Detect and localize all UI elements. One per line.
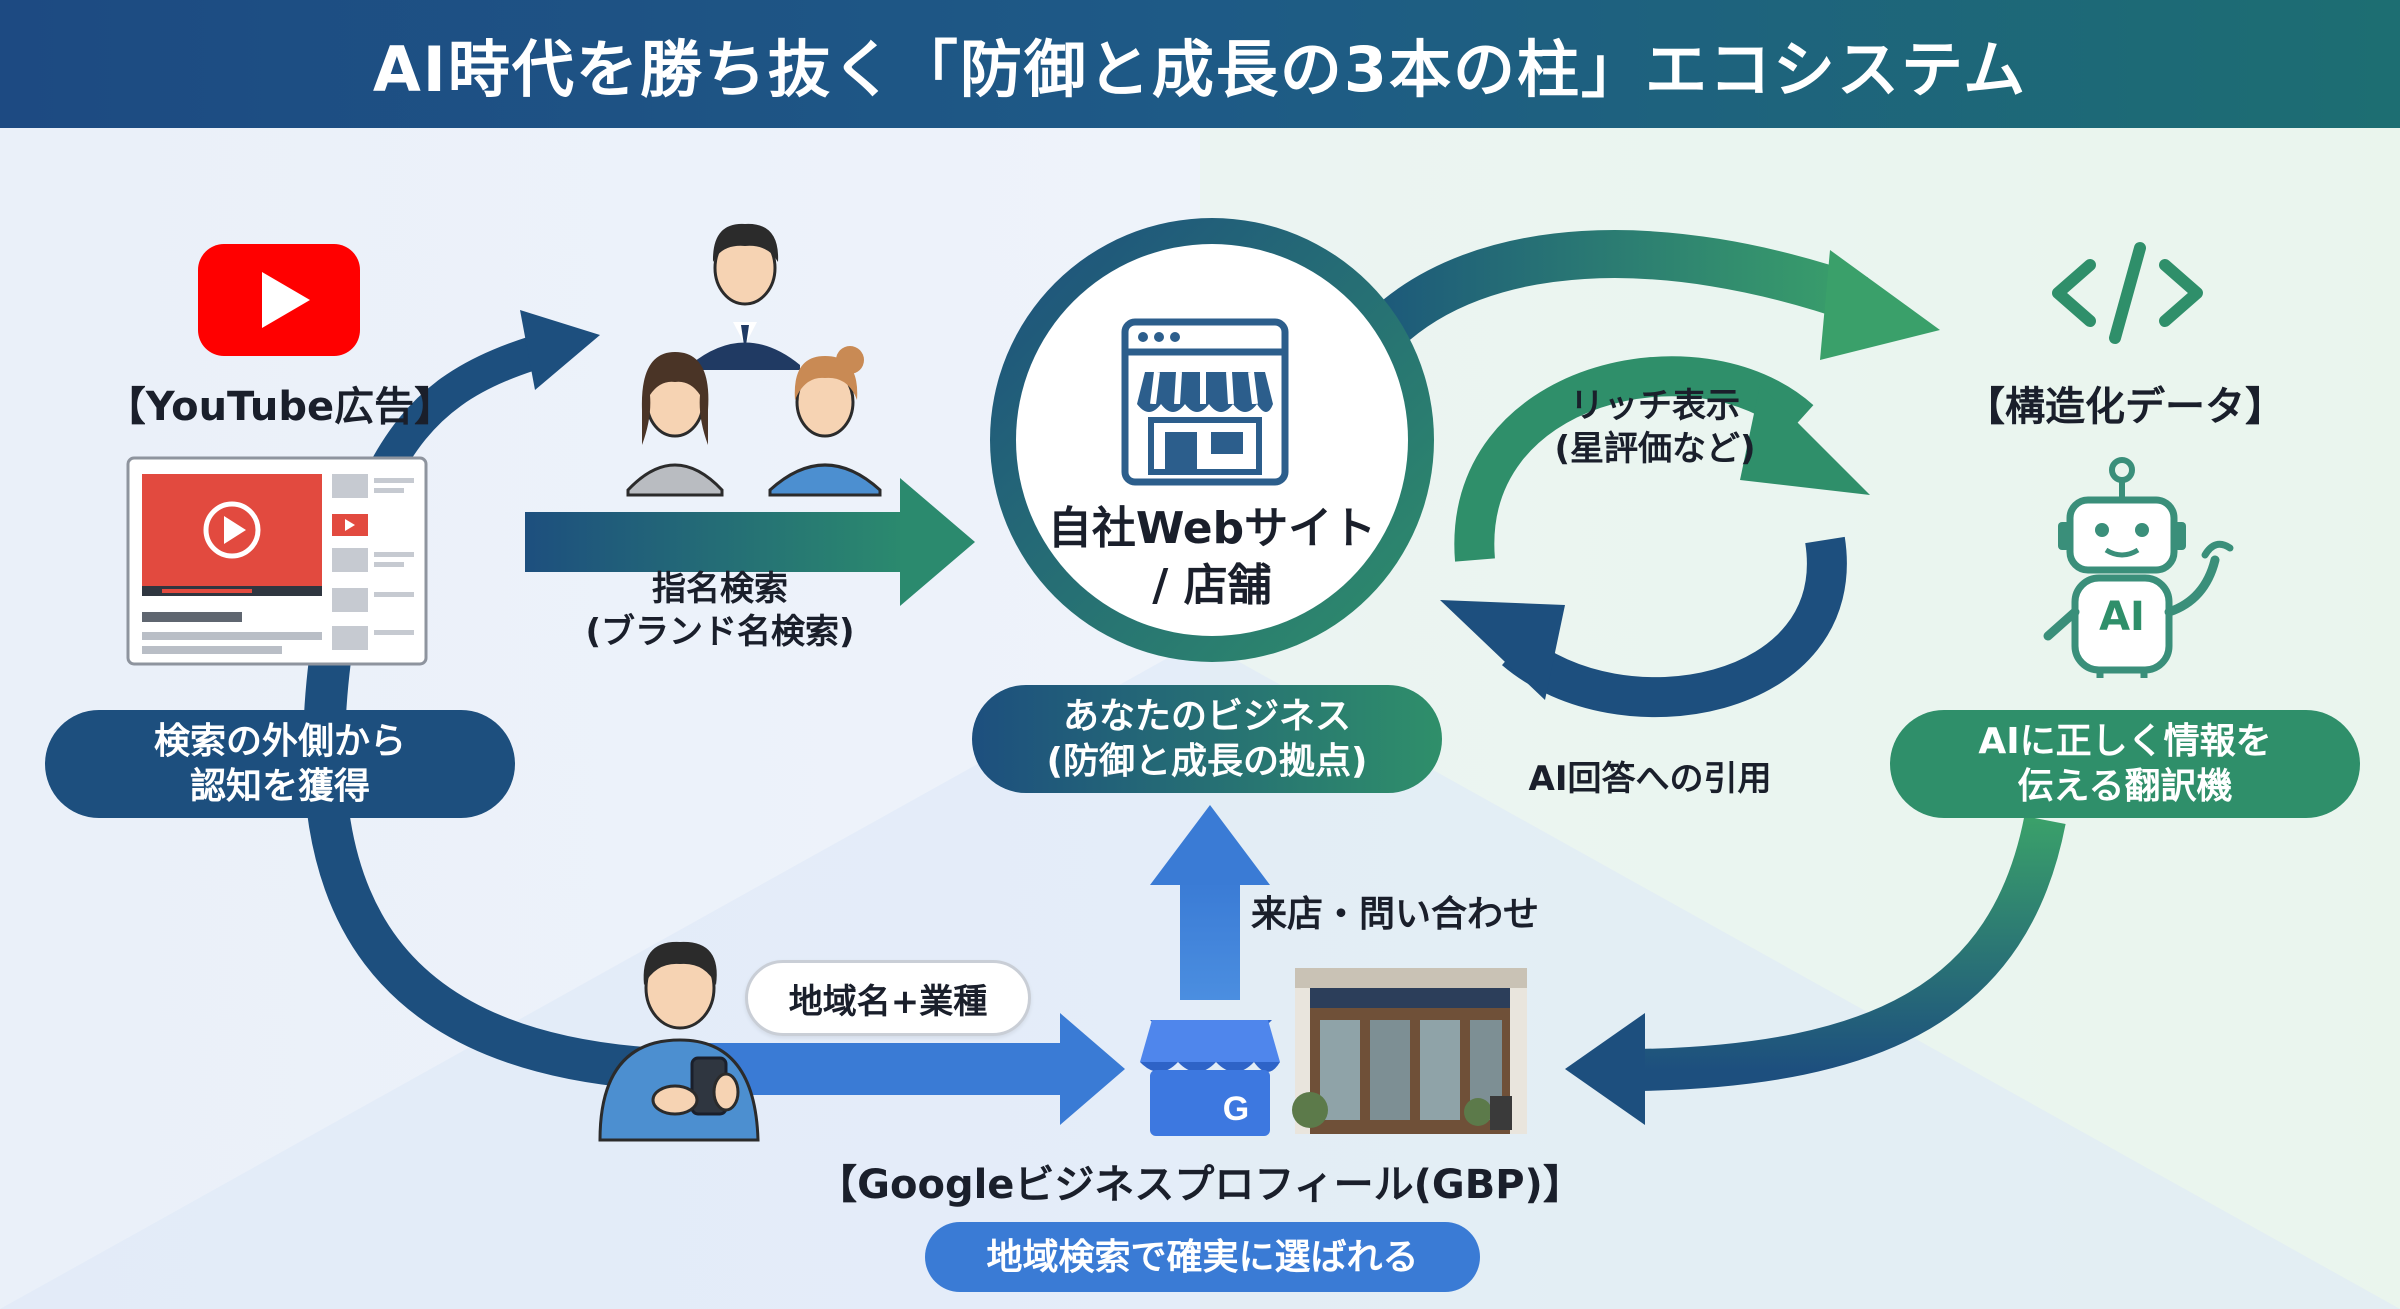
google-business-profile-icon: G	[1140, 1020, 1280, 1136]
structured-to-gbp-head	[1565, 1013, 1645, 1125]
visit-label: 来店・問い合わせ	[1250, 894, 1539, 935]
gbp-label: 【Googleビジネスプロフィール(GBP)】	[817, 1162, 1583, 1208]
page-title: AI時代を勝ち抜く「防御と成長の3本の柱」エコシステム	[372, 33, 2028, 106]
query-arrow-shaft	[690, 1043, 1060, 1095]
ai-citation-arc	[1502, 536, 1847, 718]
branded-search-label: 指名検索 (ブランド名検索)	[560, 568, 880, 653]
ai-citation-label: AI回答への引用	[1528, 759, 1772, 799]
branded-search-line1: 指名検索	[652, 569, 788, 609]
gbp-pill: 地域検索で確実に選ばれる	[925, 1222, 1480, 1292]
youtube-to-people-arc	[364, 328, 565, 488]
structured-to-gbp-arc	[1639, 815, 2066, 1091]
ai-citation-head	[1440, 600, 1565, 700]
youtube-pill-line1: 検索の外側から	[153, 721, 406, 762]
rich-result-line2: (星評価など)	[1554, 428, 1756, 469]
youtube-to-people-head	[520, 310, 600, 390]
storefront-photo	[1292, 968, 1527, 1134]
rich-result-head	[1740, 385, 1870, 495]
title-bar: AI時代を勝ち抜く「防御と成長の3本の柱」エコシステム	[0, 0, 2400, 128]
center-label: 自社Webサイト / 店舗	[1030, 500, 1394, 614]
visit-arrow-shaft	[1180, 880, 1240, 1000]
rich-result-label: リッチ表示 (星評価など)	[1520, 385, 1790, 470]
center-pill-line2: (防御と成長の拠点)	[1046, 741, 1368, 782]
center-line1: 自社Webサイト	[1047, 503, 1377, 554]
local-searcher-illustration	[598, 941, 760, 1142]
query-arrow-head	[1060, 1013, 1125, 1125]
structured-pill: AIに正しく情報を 伝える翻訳機	[1890, 710, 2360, 818]
storefront-icon	[1121, 318, 1289, 486]
center-to-structured-arc	[1368, 230, 1868, 348]
youtube-pill-line2: 認知を獲得	[189, 766, 370, 807]
structured-pill-line2: 伝える翻訳機	[2017, 766, 2233, 807]
rich-result-arc	[1454, 356, 1814, 562]
center-pill-line1: あなたのビジネス	[1062, 696, 1351, 737]
branded-search-arrow-head	[900, 478, 975, 606]
customers-illustration	[626, 223, 882, 497]
youtube-pill: 検索の外側から 認知を獲得	[45, 710, 515, 818]
robot-ai-text: AI	[2099, 594, 2145, 640]
center-to-structured-head	[1820, 250, 1940, 360]
branded-search-arrow-shaft	[525, 512, 905, 572]
youtube-logo-icon	[198, 244, 360, 356]
visit-arrow-head	[1150, 805, 1270, 885]
ai-robot-icon	[2043, 457, 2234, 678]
gbp-pill-text: 地域検索で確実に選ばれる	[986, 1236, 1419, 1278]
center-line2: / 店舗	[1152, 560, 1272, 612]
gbp-icon-letter: G	[1223, 1090, 1249, 1128]
structured-pill-line1: AIに正しく情報を	[1978, 721, 2272, 762]
branded-search-line2: (ブランド名検索)	[585, 611, 855, 652]
rich-result-line1: リッチ表示	[1570, 386, 1740, 426]
center-pill: あなたのビジネス (防御と成長の拠点)	[972, 685, 1442, 793]
code-icon	[2052, 242, 2203, 344]
structured-data-label: 【構造化データ】	[1965, 384, 2285, 430]
local-query-bubble: 地域名+業種	[745, 960, 1031, 1036]
youtube-screen-icon	[126, 456, 428, 666]
youtube-label: 【YouTube広告】	[105, 384, 455, 430]
